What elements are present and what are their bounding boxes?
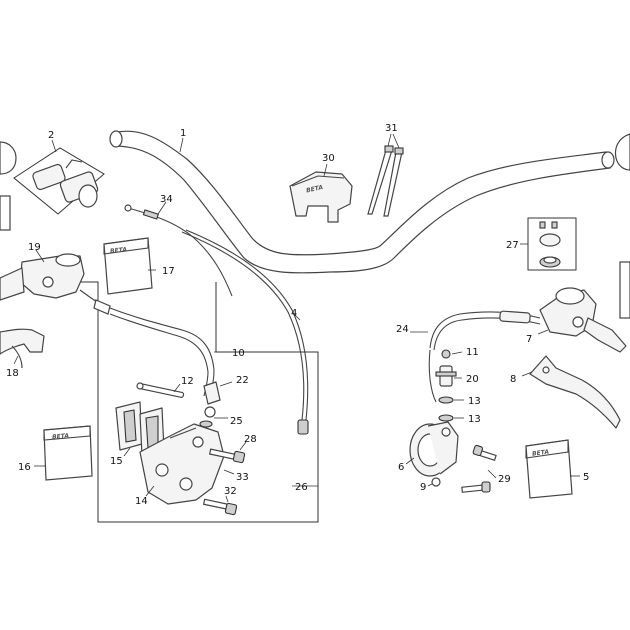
caliper-bolt-upper	[208, 448, 246, 464]
callout-14: 14	[135, 496, 148, 507]
callout-9: 9	[420, 482, 426, 493]
callout-10: 10	[232, 348, 245, 359]
banjo-bolt	[199, 381, 221, 428]
clamp-brand-mark: BETA	[306, 184, 324, 194]
callout-32: 32	[224, 486, 237, 497]
parts-bag-5: BETA	[525, 439, 573, 499]
reservoir-cap-kit	[527, 217, 577, 271]
handlebar-end-right	[601, 151, 615, 169]
caliper-bolt-lower	[202, 498, 238, 516]
bag-16-brand: BETA	[52, 432, 70, 440]
callout-33: 33	[236, 472, 249, 483]
callout-30: 30	[322, 153, 335, 164]
callout-18: 18	[6, 368, 19, 379]
left-edge-part	[0, 141, 17, 175]
callout-22: 22	[236, 375, 249, 386]
callout-20: 20	[466, 374, 479, 385]
callout-6: 6	[398, 462, 404, 473]
bleeder-screw	[431, 477, 441, 487]
copper-washer	[199, 420, 213, 428]
parts-bag-17: BETA	[103, 237, 153, 295]
clutch-slave-cylinder	[409, 421, 459, 477]
clutch-cable-4	[181, 231, 305, 421]
callout-5: 5	[583, 472, 589, 483]
cable-ties	[367, 145, 404, 217]
bag-17-brand: BETA	[110, 246, 128, 255]
callout-2: 2	[48, 130, 54, 141]
callout-1: 1	[180, 128, 186, 139]
front-brake-lever	[0, 328, 45, 369]
callout-17: 17	[162, 266, 175, 277]
callout-31: 31	[385, 123, 398, 134]
handlebar-clamp: BETA	[289, 171, 353, 223]
callout-11: 11	[466, 347, 479, 358]
callout-15: 15	[110, 456, 123, 467]
washer-13b	[438, 414, 454, 422]
callout-16: 16	[18, 462, 31, 473]
clutch-hose	[428, 310, 541, 403]
callout-19: 19	[28, 242, 41, 253]
front-brake-caliper	[139, 423, 225, 505]
clutch-lever	[529, 355, 621, 429]
left-edge-box	[0, 195, 11, 231]
callout-8: 8	[510, 374, 516, 385]
front-brake-hose	[93, 299, 215, 397]
callout-26: 26	[295, 482, 308, 493]
callout-13a: 13	[468, 396, 481, 407]
callout-7: 7	[526, 334, 532, 345]
callout-4: 4	[291, 308, 297, 319]
clutch-master-cylinder	[539, 287, 627, 353]
callout-12: 12	[181, 376, 194, 387]
callout-24: 24	[396, 324, 409, 335]
parts-bag-16: BETA	[43, 425, 93, 481]
front-master-cylinder	[0, 253, 101, 305]
callout-28: 28	[244, 434, 257, 445]
callout-25: 25	[230, 416, 243, 427]
slave-cylinder-bolts	[461, 444, 497, 493]
callout-27: 27	[506, 240, 519, 251]
washer-13a	[438, 396, 454, 404]
callout-34: 34	[160, 194, 173, 205]
callout-29: 29	[498, 474, 511, 485]
callout-13b: 13	[468, 414, 481, 425]
right-edge-grip-end	[614, 133, 630, 171]
bag-5-brand: BETA	[532, 448, 550, 457]
fitting-11	[441, 349, 451, 359]
handlebar-end-left	[109, 130, 123, 148]
handlebar	[109, 130, 615, 274]
clutch-fittings	[435, 349, 457, 422]
throttle-assembly	[13, 147, 105, 215]
pad-retaining-pin	[136, 382, 185, 398]
right-edge-part	[619, 261, 630, 319]
